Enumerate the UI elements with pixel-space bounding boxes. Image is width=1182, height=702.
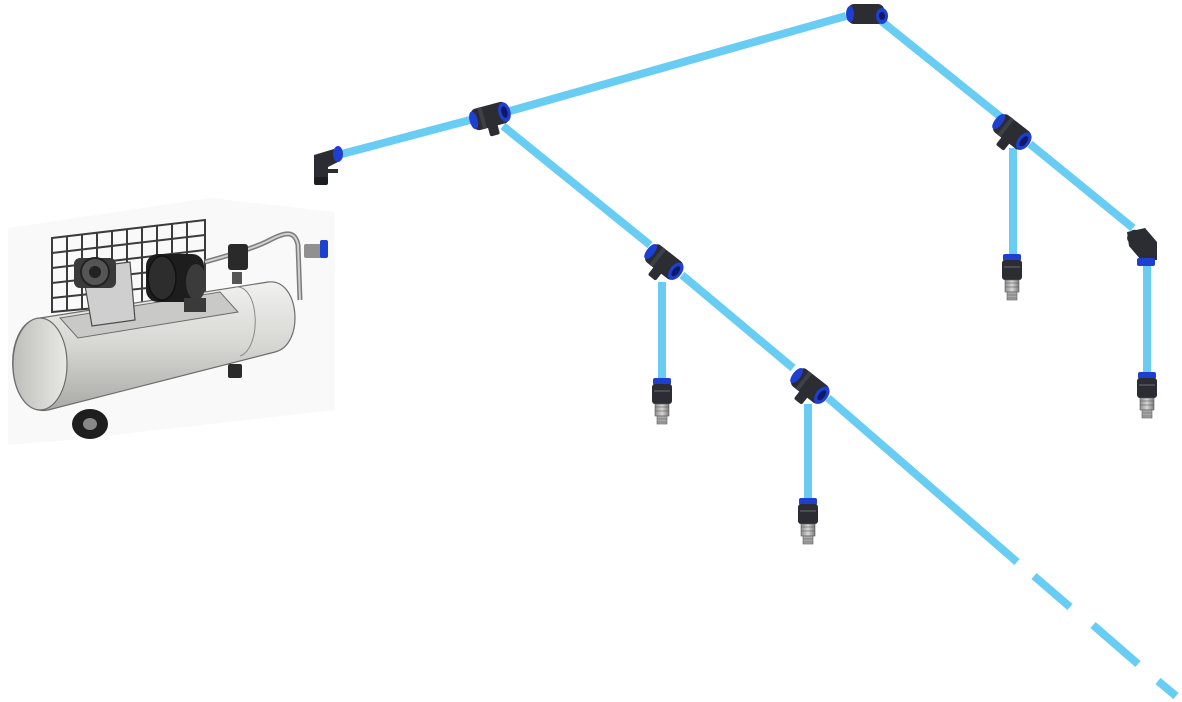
elbow-fitting [1127, 228, 1157, 266]
pipe-segment [679, 271, 796, 372]
pipe-segment-dashed [1031, 572, 1073, 611]
compressor-outlet [304, 244, 324, 258]
drop-outlet [1001, 253, 1023, 301]
pipe-segment [825, 394, 1020, 566]
compressor-foot [228, 364, 242, 378]
pipe-segment-dashed [1090, 621, 1141, 668]
pipe-segment [336, 116, 472, 159]
compressor-wheel [72, 409, 108, 439]
drop-outlet [1136, 371, 1158, 419]
pipe-segment-dashed [1155, 677, 1179, 700]
pipe-network [336, 12, 1179, 700]
air-compressor [8, 198, 335, 445]
compressor-motor [146, 254, 206, 312]
pressure-switch [228, 244, 248, 270]
drop-outlet [651, 377, 673, 425]
pipe-segment [1027, 140, 1136, 232]
drop-outlet [797, 497, 819, 545]
compressor-pump [74, 257, 136, 327]
pipe-segment [508, 12, 848, 115]
pipe-segment [877, 16, 1005, 122]
pipe-segment [500, 122, 653, 249]
elbow-fitting [846, 4, 888, 24]
elbow-fitting [314, 146, 343, 185]
